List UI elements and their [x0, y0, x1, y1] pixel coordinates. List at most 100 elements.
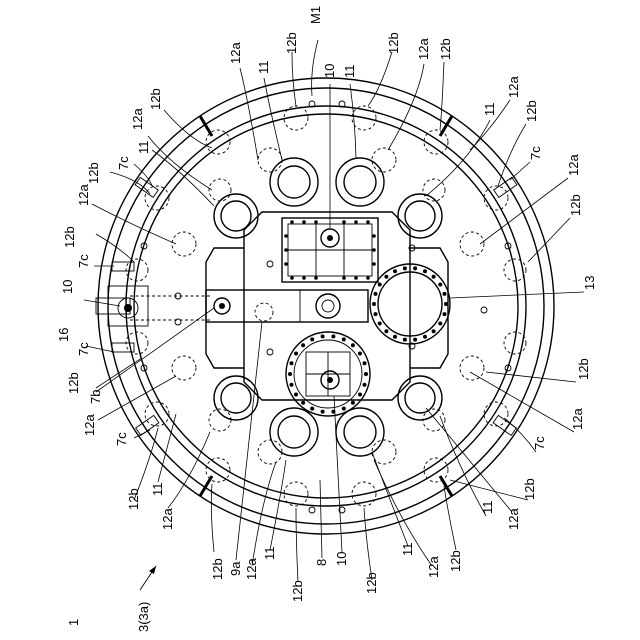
- label-12b: 12b: [524, 100, 539, 122]
- label-10: 10: [334, 552, 349, 566]
- label-8: 8: [314, 559, 329, 566]
- bolt: [364, 372, 368, 376]
- bolt: [374, 292, 378, 296]
- label-12b: 12b: [568, 194, 583, 216]
- label-12a: 12a: [566, 154, 581, 176]
- label-12b: 12b: [66, 372, 81, 394]
- bolt: [403, 338, 407, 342]
- label-7c: 7c: [76, 254, 91, 268]
- bolt: [294, 352, 298, 356]
- label-7c: 7c: [528, 146, 543, 160]
- label-9a: 9a: [228, 561, 243, 576]
- bolt: [432, 275, 436, 279]
- small-holes: [141, 101, 511, 513]
- label-12a: 12a: [228, 42, 243, 64]
- bolt: [363, 361, 367, 365]
- bolt: [342, 337, 346, 341]
- bolt: [290, 383, 294, 387]
- label-12b: 12b: [126, 488, 141, 510]
- label-12b: 12b: [290, 580, 305, 602]
- label-10: 10: [322, 64, 337, 78]
- label-12a: 12a: [506, 508, 521, 530]
- label-12a: 12a: [416, 38, 431, 60]
- bolt: [310, 407, 314, 411]
- label-11: 11: [400, 543, 415, 557]
- label-12a: 12a: [160, 508, 175, 530]
- label-11: 11: [480, 501, 495, 515]
- label-12b: 12b: [522, 478, 537, 500]
- label-12b: 12b: [576, 358, 591, 380]
- label-7b: 7b: [88, 390, 103, 404]
- bolt: [378, 283, 382, 287]
- left-wing: [206, 248, 244, 368]
- ring-cylinders-11: [214, 158, 442, 456]
- bolt: [351, 401, 355, 405]
- label-3-3a: 3(3a): [136, 602, 151, 632]
- label-7c: 7c: [114, 432, 129, 446]
- label-12b: 12b: [448, 550, 463, 572]
- label-12a: 12a: [244, 558, 259, 580]
- bolt: [438, 283, 442, 287]
- label-7c: 7c: [76, 342, 91, 356]
- inner-ring-1: [126, 106, 526, 506]
- bolt: [403, 266, 407, 270]
- bolt: [331, 334, 335, 338]
- bolt: [413, 266, 417, 270]
- bolt: [438, 322, 442, 326]
- label-7c: 7c: [116, 156, 131, 170]
- bolt: [444, 302, 448, 306]
- bolt: [423, 269, 427, 273]
- bolt: [321, 334, 325, 338]
- label-11: 11: [342, 65, 357, 79]
- label-12b: 12b: [386, 32, 401, 54]
- labels: M1 12b 12b 12a 11 10 11 12a 12b 11 12a 1…: [56, 6, 597, 632]
- bolt: [358, 393, 362, 397]
- sheet-number: 1: [66, 619, 81, 626]
- bolt: [393, 335, 397, 339]
- outer-ring-1: [98, 78, 554, 534]
- label-10: 10: [60, 280, 75, 294]
- label-12a: 12a: [76, 184, 91, 206]
- bolt: [393, 269, 397, 273]
- label-11: 11: [136, 141, 151, 155]
- bolt: [351, 343, 355, 347]
- bolt: [294, 393, 298, 397]
- bolt: [423, 335, 427, 339]
- bolt: [363, 383, 367, 387]
- label-13: 13: [582, 276, 597, 290]
- bolt: [288, 372, 292, 376]
- bolt: [310, 337, 314, 341]
- bolt: [384, 329, 388, 333]
- port-16-core: [124, 304, 132, 312]
- label-12b: 12b: [62, 226, 77, 248]
- bolt: [443, 312, 447, 316]
- label-16: 16: [56, 328, 71, 342]
- slots-7c: [112, 177, 517, 435]
- inner-ring-2: [134, 114, 518, 498]
- dashed-12b-circles: [126, 106, 526, 506]
- label-12a: 12a: [130, 108, 145, 130]
- bolt: [378, 322, 382, 326]
- outer-ring-2: [108, 88, 544, 524]
- bolt: [301, 401, 305, 405]
- label-7c: 7c: [532, 436, 547, 450]
- label-11: 11: [262, 547, 277, 561]
- beam-valve-mid: [316, 294, 340, 318]
- label-12a: 12a: [506, 76, 521, 98]
- bolt: [301, 343, 305, 347]
- label-12b: 12b: [148, 88, 163, 110]
- label-12a: 12a: [570, 408, 585, 430]
- bolt: [342, 407, 346, 411]
- bolt: [374, 312, 378, 316]
- label-12a: 12a: [82, 414, 97, 436]
- label-12b: 12b: [438, 38, 453, 60]
- label-12b: 12b: [86, 162, 101, 184]
- bolt: [372, 302, 376, 306]
- label-M1: M1: [308, 6, 323, 24]
- bolt: [384, 275, 388, 279]
- label-12b: 12b: [210, 558, 225, 580]
- bolt: [443, 292, 447, 296]
- bolt: [432, 329, 436, 333]
- bolt: [290, 361, 294, 365]
- leader-lines: [84, 40, 584, 582]
